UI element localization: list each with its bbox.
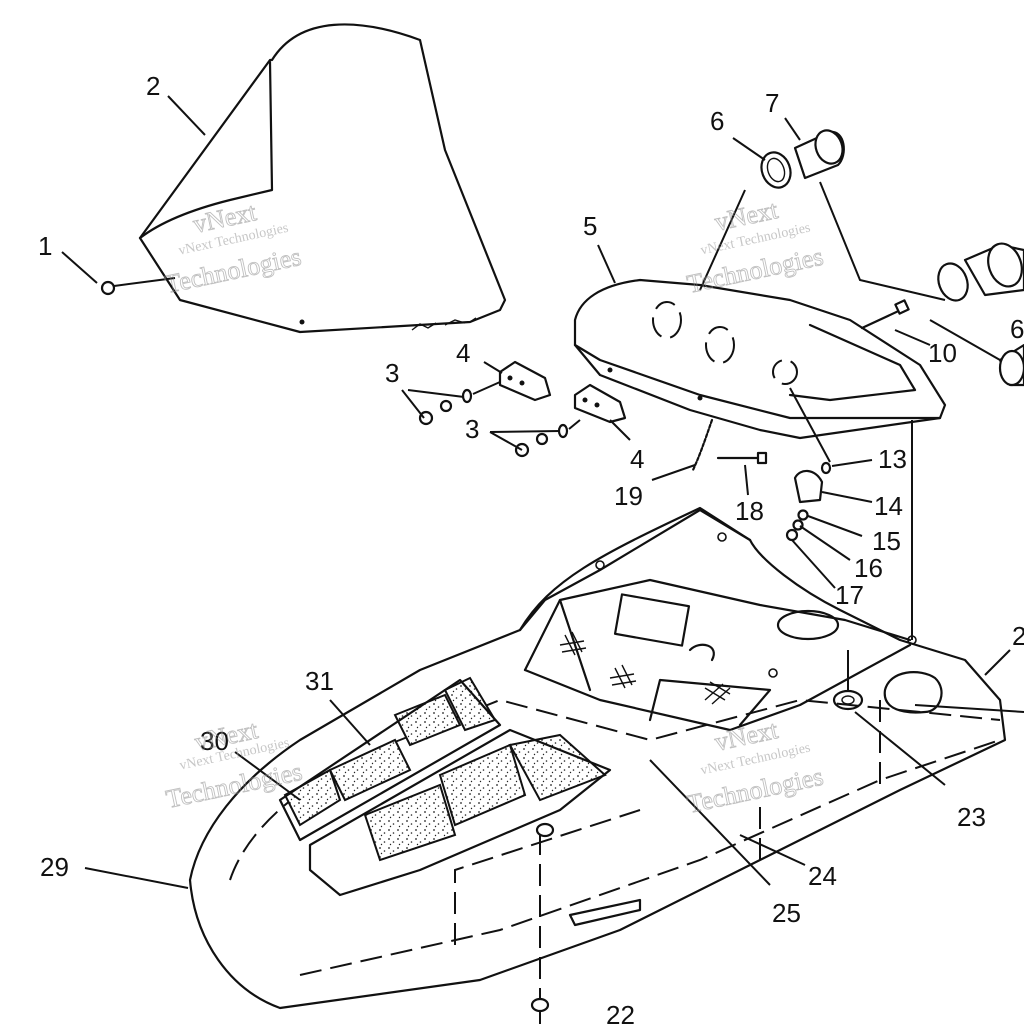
callout-1: 1: [38, 231, 52, 261]
gauge-7-top: [793, 129, 845, 180]
fastener-set-3-upper: [418, 381, 501, 426]
callout-6-top: 6: [710, 106, 724, 136]
callout-16: 16: [854, 553, 883, 583]
callout-2: 2: [146, 71, 160, 101]
bolt-18: [716, 451, 768, 465]
callout-3-lower: 3: [465, 414, 479, 444]
callout-5: 5: [583, 211, 597, 241]
vent-foam: [278, 676, 612, 897]
callout-25: 25: [772, 898, 801, 928]
callout-6-right: 6: [1010, 314, 1024, 344]
callout-4-lower: 4: [630, 444, 644, 474]
leader-lines: [61, 95, 1024, 1024]
clip-14: [793, 469, 824, 504]
callout-13: 13: [878, 444, 907, 474]
gauge-lower-right: [998, 343, 1024, 387]
callout-14: 14: [874, 491, 903, 521]
bracket-4-left: [498, 360, 552, 402]
callout-4-upper: 4: [456, 338, 470, 368]
watermark-top-right: vNext vNext Technologies Technologies: [684, 195, 826, 300]
callout-2-right: 2: [1012, 621, 1024, 651]
callout-22: 22: [606, 1000, 635, 1024]
gauge-7-right: [963, 242, 1024, 297]
callout-23: 23: [957, 802, 986, 832]
callout-29: 29: [40, 852, 69, 882]
hood-body: [188, 506, 1007, 1010]
gauge-ring-6-right: [937, 262, 969, 302]
gauge-ring-6-top: [760, 151, 792, 189]
hardware-13-17: [785, 461, 832, 542]
callout-10: 10: [928, 338, 957, 368]
hose-19: [691, 418, 714, 472]
bracket-4-right: [573, 383, 627, 424]
callout-7: 7: [765, 88, 779, 118]
callout-15: 15: [872, 526, 901, 556]
callout-18: 18: [735, 496, 764, 526]
callout-30: 30: [200, 726, 229, 756]
callout-19: 19: [614, 481, 643, 511]
bolt-10: [860, 299, 910, 330]
fastener-set-3-lower: [514, 419, 581, 458]
callout-17: 17: [835, 580, 864, 610]
dash-panel: [573, 278, 947, 440]
screw-1: [100, 277, 176, 296]
callout-31: 31: [305, 666, 334, 696]
pin-22: [530, 822, 555, 1013]
callout-3-upper: 3: [385, 358, 399, 388]
windshield: [138, 23, 507, 334]
callout-labels: 1 2 3 3 4 4 5 6 6 7 10 13 14 15 16 17 18…: [38, 71, 1024, 1024]
callout-24: 24: [808, 861, 837, 891]
